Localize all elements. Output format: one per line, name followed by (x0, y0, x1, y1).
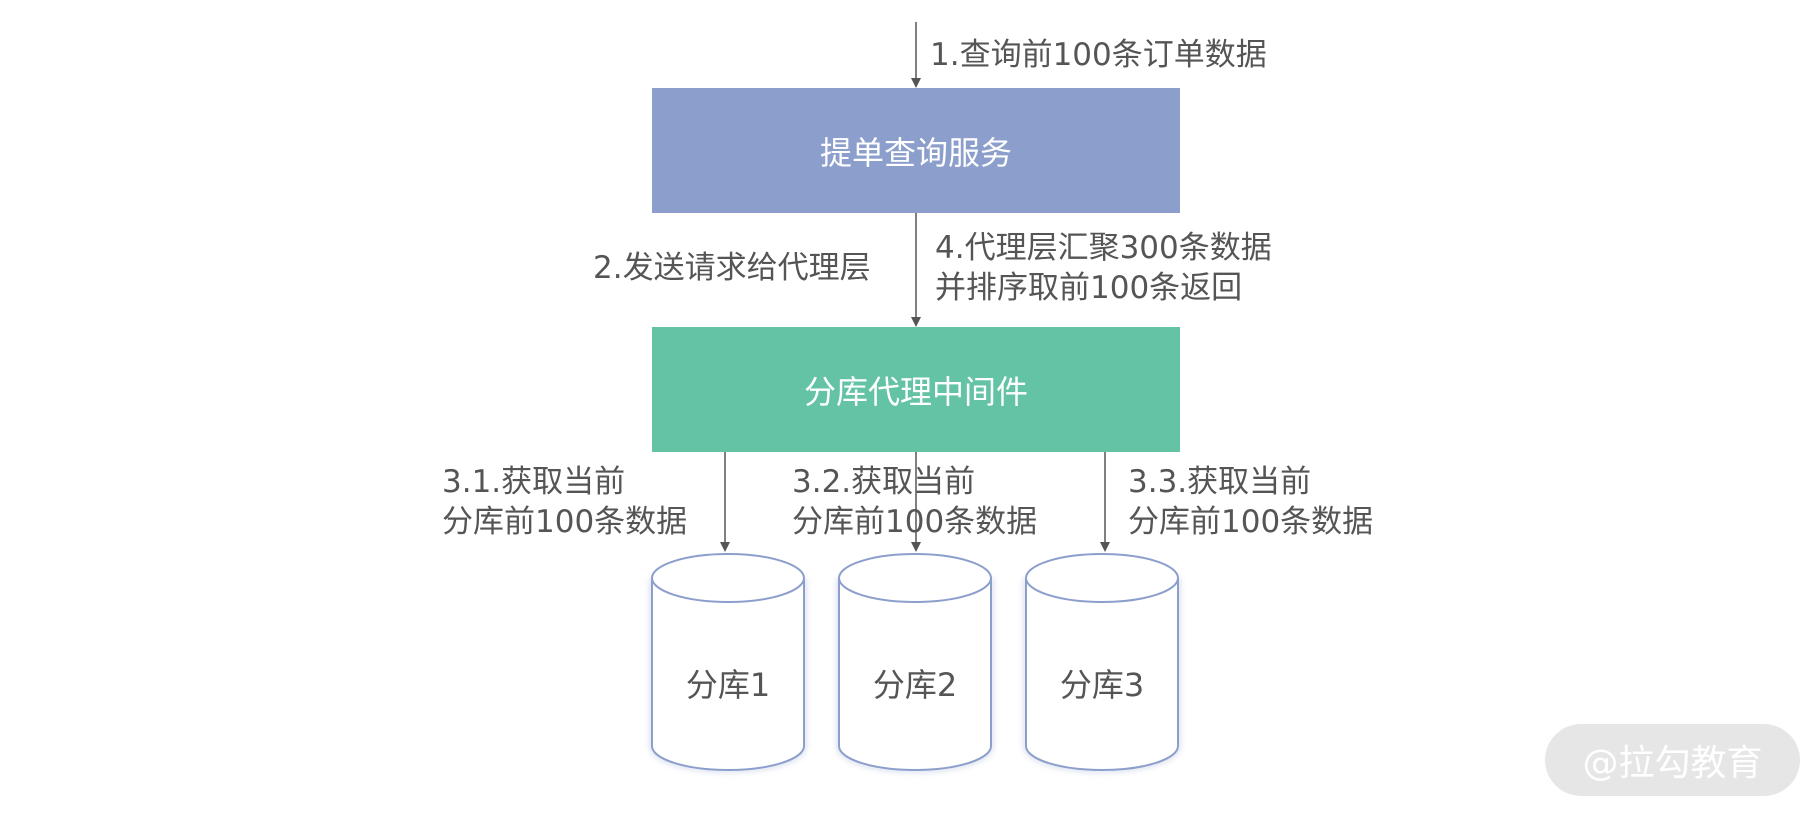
step-1-label: 1.查询前100条订单数据 (930, 37, 1267, 73)
step-3-1-label-line2: 分库前100条数据 (442, 504, 688, 540)
db-1-label: 分库1 (685, 666, 771, 704)
middleware-box: 分库代理中间件 (652, 327, 1180, 452)
service-box: 提单查询服务 (652, 88, 1180, 213)
watermark-badge: @拉勾教育 (1545, 724, 1800, 796)
step-3-3-label-line1: 3.3.获取当前 (1128, 464, 1312, 500)
watermark-text: @拉勾教育 (1582, 743, 1763, 784)
step-4-label-line2: 并排序取前100条返回 (935, 270, 1243, 306)
db-2-label: 分库2 (872, 666, 958, 704)
step-3-3-label-line2: 分库前100条数据 (1128, 504, 1374, 540)
step-3-1-label-line1: 3.1.获取当前 (442, 464, 626, 500)
middleware-label: 分库代理中间件 (803, 372, 1028, 411)
db-cylinder-3 (1023, 553, 1181, 773)
db-cylinder-2 (836, 553, 994, 773)
step-3-2-label-line2: 分库前100条数据 (792, 504, 1038, 540)
db-3-label: 分库3 (1059, 666, 1145, 704)
step-4-label-line1: 4.代理层汇聚300条数据 (935, 230, 1272, 266)
service-label: 提单查询服务 (819, 133, 1012, 172)
db-cylinder-1 (649, 553, 807, 773)
step-3-2-label-line1: 3.2.获取当前 (792, 464, 976, 500)
step-2-label: 2.发送请求给代理层 (593, 250, 871, 286)
